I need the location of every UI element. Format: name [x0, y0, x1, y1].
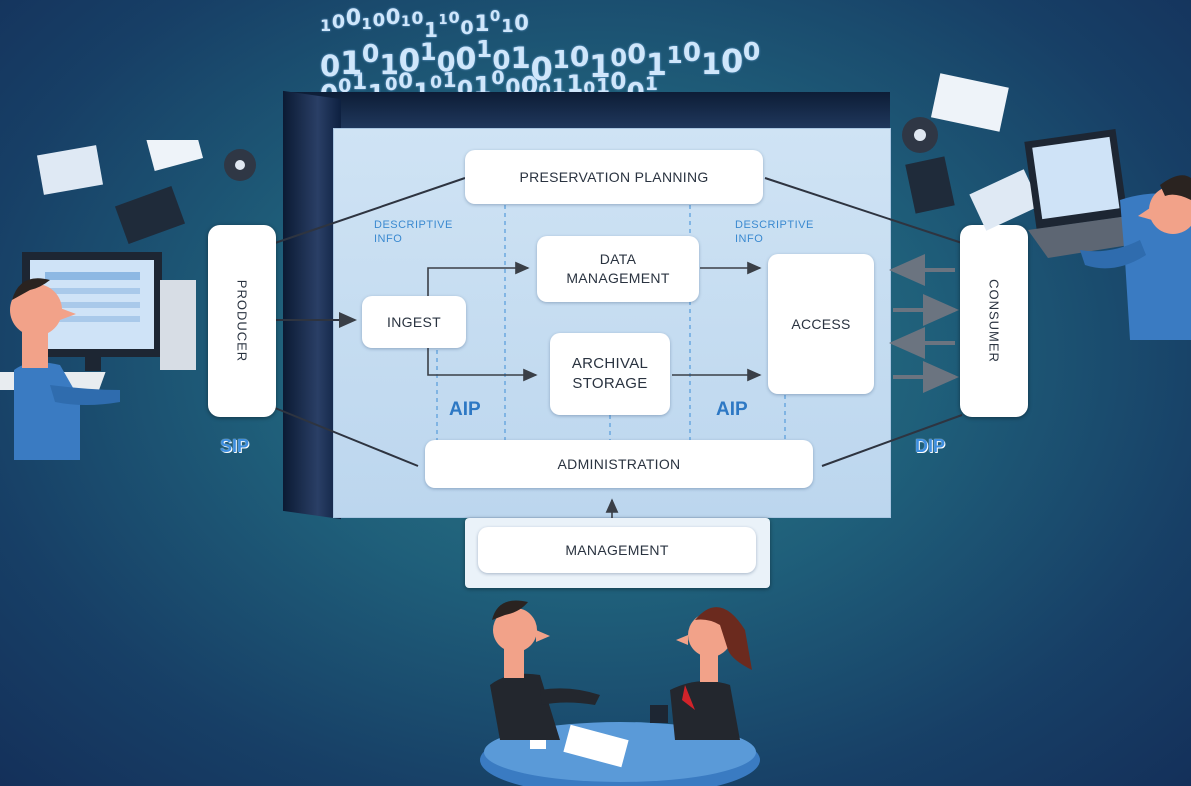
binary-digit: 1 — [442, 68, 457, 92]
preservation-planning-box: PRESERVATION PLANNING — [465, 150, 763, 204]
binary-digit: 0 — [610, 44, 628, 72]
binary-digit: 0 — [514, 11, 529, 35]
preservation-planning-label: PRESERVATION PLANNING — [519, 169, 709, 185]
binary-digit: 1 — [589, 49, 611, 85]
binary-digit: 0 — [398, 43, 421, 79]
binary-digit: 1 — [476, 37, 493, 63]
binary-digit: 1 — [510, 41, 531, 75]
binary-digit: 0 — [320, 49, 341, 83]
binary-digit: 1 — [438, 13, 448, 28]
producer-box: PRODUCER — [208, 225, 276, 417]
management-box: MANAGEMENT — [478, 527, 756, 573]
binary-digit: 1 — [419, 38, 437, 66]
archival-storage-label: ARCHIVAL STORAGE — [571, 355, 649, 392]
binary-digit: 0 — [398, 69, 413, 93]
dip-label: DIP — [915, 436, 946, 456]
binary-digit: 1 — [666, 43, 683, 69]
ingest-box: INGEST — [362, 296, 466, 348]
binary-digit: 1 — [424, 18, 438, 42]
binary-digit: 1 — [566, 70, 584, 98]
archival-storage-box: ARCHIVAL STORAGE — [550, 333, 670, 415]
binary-digit: 0 — [436, 47, 456, 78]
binary-digit: 0 — [338, 75, 352, 97]
binary-digit: 1 — [701, 47, 722, 81]
administration-box: ADMINISTRATION — [425, 440, 813, 488]
binary-digit: 0 — [385, 5, 401, 29]
binary-digit: 0 — [569, 40, 590, 73]
aip-right-label: AIP — [716, 399, 748, 420]
binary-digit: 0 — [460, 17, 474, 39]
binary-digit: 1 — [474, 12, 490, 37]
sip-label: SIP — [220, 436, 250, 456]
binary-digit: 1 — [320, 16, 332, 35]
binary-digit: 1 — [379, 48, 399, 81]
producer-person-icon — [0, 140, 256, 460]
consumer-person-icon — [902, 73, 1191, 340]
binary-digit: 0 — [720, 42, 744, 80]
binary-digit: 1 — [646, 48, 667, 83]
data-management-label: DATA MANAGEMENT — [566, 251, 670, 286]
binary-digit: 1 — [644, 73, 658, 95]
binary-digit: 0 — [411, 9, 424, 29]
binary-digit: 1 — [361, 15, 372, 33]
binary-digit: 0 — [455, 42, 477, 77]
access-box: ACCESS — [768, 254, 874, 394]
binary-digit: 1 — [501, 16, 514, 37]
administration-label: ADMINISTRATION — [557, 456, 681, 472]
film-reel-icon — [902, 73, 1041, 231]
access-label: ACCESS — [791, 316, 851, 332]
consumer-box: CONSUMER — [960, 225, 1028, 417]
binary-digit: 0 — [345, 6, 361, 31]
data-management-box: DATA MANAGEMENT — [537, 236, 699, 302]
media-files-icon — [36, 140, 256, 245]
management-label: MANAGEMENT — [565, 542, 669, 558]
binary-digit: 0 — [742, 37, 761, 66]
binary-digit: 0 — [385, 74, 398, 95]
binary-digit: 0 — [361, 39, 380, 68]
archive-cube-top — [290, 92, 890, 132]
binary-digit: 0 — [430, 73, 442, 93]
binary-digit: 0 — [489, 7, 501, 25]
ingest-label: INGEST — [387, 314, 441, 330]
binary-digit: 0 — [627, 39, 647, 70]
binary-digit: 0 — [372, 10, 386, 31]
binary-digit: 0 — [331, 11, 346, 33]
binary-digit: 0 — [530, 50, 553, 88]
binary-digit: 1 — [552, 45, 570, 74]
meeting-people-icon — [480, 600, 760, 786]
binary-digit: 0 — [491, 67, 505, 89]
aip-left-label: AIP — [449, 399, 481, 420]
laptop-icon — [1024, 129, 1148, 258]
binary-digit: 1 — [400, 14, 411, 30]
binary-digit: 0 — [492, 46, 511, 76]
binary-digit: 0 — [682, 38, 701, 68]
descriptive-info-left-label: DESCRIPTIVE INFO — [374, 219, 453, 245]
binary-digit: 0 — [448, 8, 460, 27]
binary-digit: 1 — [339, 44, 363, 82]
descriptive-info-right-label: DESCRIPTIVE INFO — [735, 219, 814, 245]
binary-digit: 0 — [583, 79, 596, 99]
binary-digit: 0 — [610, 69, 627, 95]
binary-digit: 1 — [351, 70, 368, 95]
